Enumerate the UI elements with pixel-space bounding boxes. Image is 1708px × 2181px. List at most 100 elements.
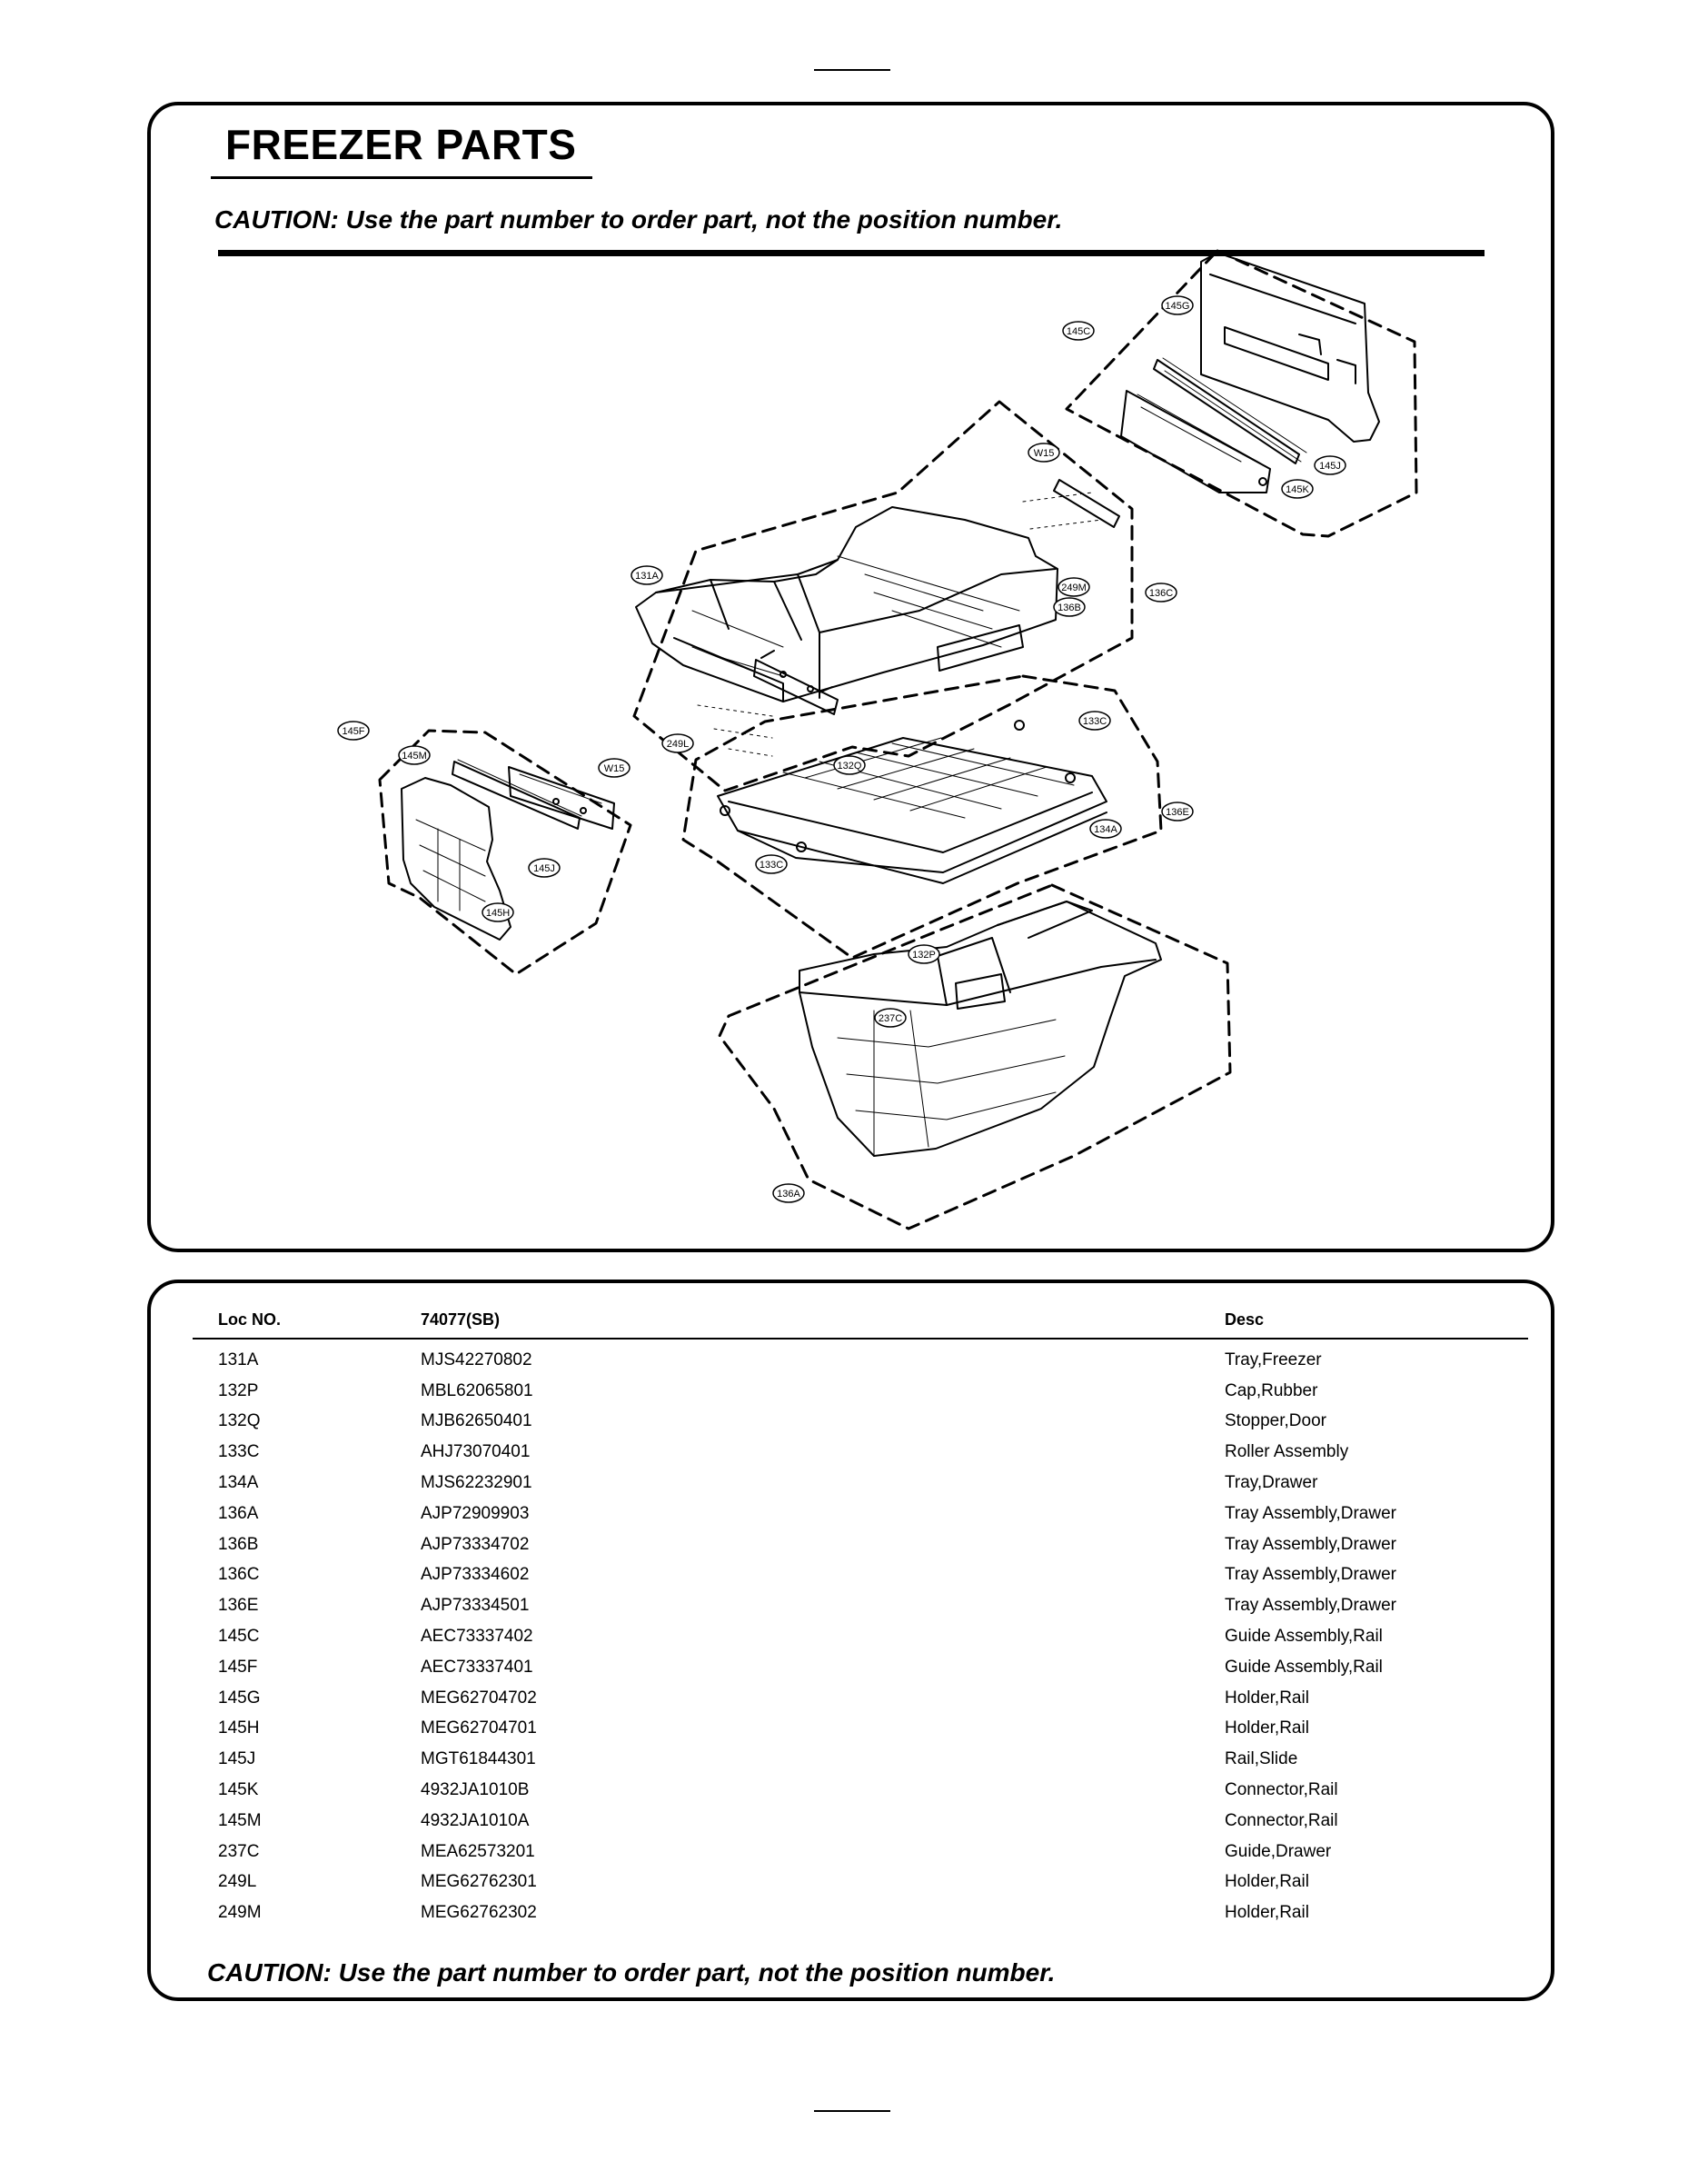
caution-note-top: CAUTION: Use the part number to order pa… xyxy=(214,205,1063,234)
cell-loc-number: 136A xyxy=(218,1503,259,1523)
cell-part-number: AEC73337402 xyxy=(421,1627,533,1647)
cell-part-number: 4932JA1010B xyxy=(421,1780,530,1800)
page-title: FREEZER PARTS xyxy=(225,121,577,168)
cell-loc-number: 145G xyxy=(218,1688,261,1708)
column-header-part: 74077(SB) xyxy=(421,1292,1225,1339)
outline-right-rail-group xyxy=(1065,249,1418,538)
outline-mid-tray-group xyxy=(681,674,1163,960)
table-row: 136E AJP73334501 Tray Assembly,Drawer xyxy=(193,1590,1528,1621)
middle-tray-assembly xyxy=(717,720,1107,884)
parts-list-panel xyxy=(147,1280,1554,2001)
table-row: 136B AJP73334702 Tray Assembly,Drawer xyxy=(193,1529,1528,1560)
top-page-rule xyxy=(814,69,890,71)
caution-note-bottom: CAUTION: Use the part number to order pa… xyxy=(207,1958,1056,1987)
cell-description: Tray Assembly,Drawer xyxy=(1225,1503,1396,1523)
cell-loc-number: 145M xyxy=(218,1810,262,1830)
cell-description: Cap,Rubber xyxy=(1225,1380,1318,1400)
cell-loc-number: 145K xyxy=(218,1780,259,1800)
table-row: 145J MGT61844301 Rail,Slide xyxy=(193,1744,1528,1775)
cell-description: Guide Assembly,Rail xyxy=(1225,1627,1383,1647)
cell-part-number: MEG62762302 xyxy=(421,1903,537,1923)
cell-description: Roller Assembly xyxy=(1225,1442,1349,1462)
cell-description: Rail,Slide xyxy=(1225,1749,1298,1769)
cell-part-number: MEA62573201 xyxy=(421,1841,535,1861)
cell-loc-number: 136E xyxy=(218,1596,259,1616)
table-row: 134A MJS62232901 Tray,Drawer xyxy=(193,1468,1528,1499)
section-divider xyxy=(218,250,1485,256)
cell-loc-number: 145C xyxy=(218,1627,260,1647)
cell-loc-number: 134A xyxy=(218,1473,259,1493)
cell-loc-number: 133C xyxy=(218,1442,260,1462)
diagram-panel xyxy=(147,102,1554,1252)
cell-loc-number: 249M xyxy=(218,1903,262,1923)
bottom-drawer-assembly xyxy=(799,901,1162,1157)
cell-loc-number: 132P xyxy=(218,1380,259,1400)
table-row: 136C AJP73334602 Tray Assembly,Drawer xyxy=(193,1560,1528,1591)
cell-description: Holder,Rail xyxy=(1225,1718,1309,1738)
bottom-page-rule xyxy=(814,2110,890,2112)
cell-loc-number: 136B xyxy=(218,1534,259,1554)
table-row: 145M 4932JA1010A Connector,Rail xyxy=(193,1806,1528,1837)
cell-loc-number: 145H xyxy=(218,1718,260,1738)
cell-part-number: AHJ73070401 xyxy=(421,1442,531,1462)
upper-left-bracket xyxy=(697,479,1120,757)
cell-description: Holder,Rail xyxy=(1225,1872,1309,1892)
table-row: 145H MEG62704701 Holder,Rail xyxy=(193,1714,1528,1745)
cell-description: Tray,Drawer xyxy=(1225,1473,1318,1493)
cell-part-number: AEC73337401 xyxy=(421,1657,533,1677)
table-row: 145C AEC73337402 Guide Assembly,Rail xyxy=(193,1621,1528,1652)
right-rail-assembly xyxy=(1120,252,1380,493)
cell-loc-number: 136C xyxy=(218,1565,260,1585)
cell-part-number: MJS42270802 xyxy=(421,1349,532,1369)
cell-loc-number: 237C xyxy=(218,1841,260,1861)
group-outlines xyxy=(378,249,1418,1230)
cell-loc-number: 132Q xyxy=(218,1411,261,1431)
table-row: 133C AHJ73070401 Roller Assembly xyxy=(193,1437,1528,1468)
cell-part-number: 4932JA1010A xyxy=(421,1810,530,1830)
cell-part-number: MGT61844301 xyxy=(421,1749,536,1769)
table-row: 145K 4932JA1010B Connector,Rail xyxy=(193,1775,1528,1806)
exploded-parts-diagram xyxy=(378,249,1418,1230)
table-row: 237C MEA62573201 Guide,Drawer xyxy=(193,1837,1528,1867)
table-header-row: Loc NO. 74077(SB) Desc xyxy=(193,1292,1528,1339)
cell-description: Connector,Rail xyxy=(1225,1780,1338,1800)
cell-description: Tray Assembly,Drawer xyxy=(1225,1596,1396,1616)
cell-description: Tray Assembly,Drawer xyxy=(1225,1534,1396,1554)
cell-description: Stopper,Door xyxy=(1225,1411,1326,1431)
cell-description: Holder,Rail xyxy=(1225,1688,1309,1708)
cell-part-number: MEG62762301 xyxy=(421,1872,537,1892)
cell-part-number: AJP72909903 xyxy=(421,1503,530,1523)
title-underline xyxy=(211,176,592,179)
cell-part-number: AJP73334602 xyxy=(421,1565,530,1585)
left-rail-assembly xyxy=(401,759,615,941)
table-row: 249L MEG62762301 Holder,Rail xyxy=(193,1867,1528,1898)
table-row: 249M MEG62762302 Holder,Rail xyxy=(193,1897,1528,1928)
outline-left-rail-group xyxy=(378,729,632,976)
cell-part-number: MEG62704702 xyxy=(421,1688,537,1708)
column-header-loc: Loc NO. xyxy=(193,1292,421,1339)
cell-description: Tray Assembly,Drawer xyxy=(1225,1565,1396,1585)
upper-tray-assembly xyxy=(635,506,1058,702)
cell-description: Holder,Rail xyxy=(1225,1903,1309,1923)
table-row: 145G MEG62704702 Holder,Rail xyxy=(193,1683,1528,1714)
cell-description: Guide Assembly,Rail xyxy=(1225,1657,1383,1677)
cell-loc-number: 249L xyxy=(218,1872,257,1892)
cell-loc-number: 145F xyxy=(218,1657,258,1677)
outline-upper-tray-group xyxy=(632,400,1134,792)
cell-loc-number: 145J xyxy=(218,1749,256,1769)
cell-part-number: MJS62232901 xyxy=(421,1473,532,1493)
table-row: 132P MBL62065801 Cap,Rubber xyxy=(193,1376,1528,1407)
cell-part-number: AJP73334501 xyxy=(421,1596,530,1616)
cell-description: Connector,Rail xyxy=(1225,1810,1338,1830)
cell-loc-number: 131A xyxy=(218,1349,259,1369)
cell-description: Guide,Drawer xyxy=(1225,1841,1332,1861)
cell-part-number: MBL62065801 xyxy=(421,1380,533,1400)
outline-bottom-drawer-group xyxy=(718,883,1232,1230)
table-row: 136A AJP72909903 Tray Assembly,Drawer xyxy=(193,1499,1528,1529)
cell-part-number: MEG62704701 xyxy=(421,1718,537,1738)
cell-part-number: AJP73334702 xyxy=(421,1534,530,1554)
